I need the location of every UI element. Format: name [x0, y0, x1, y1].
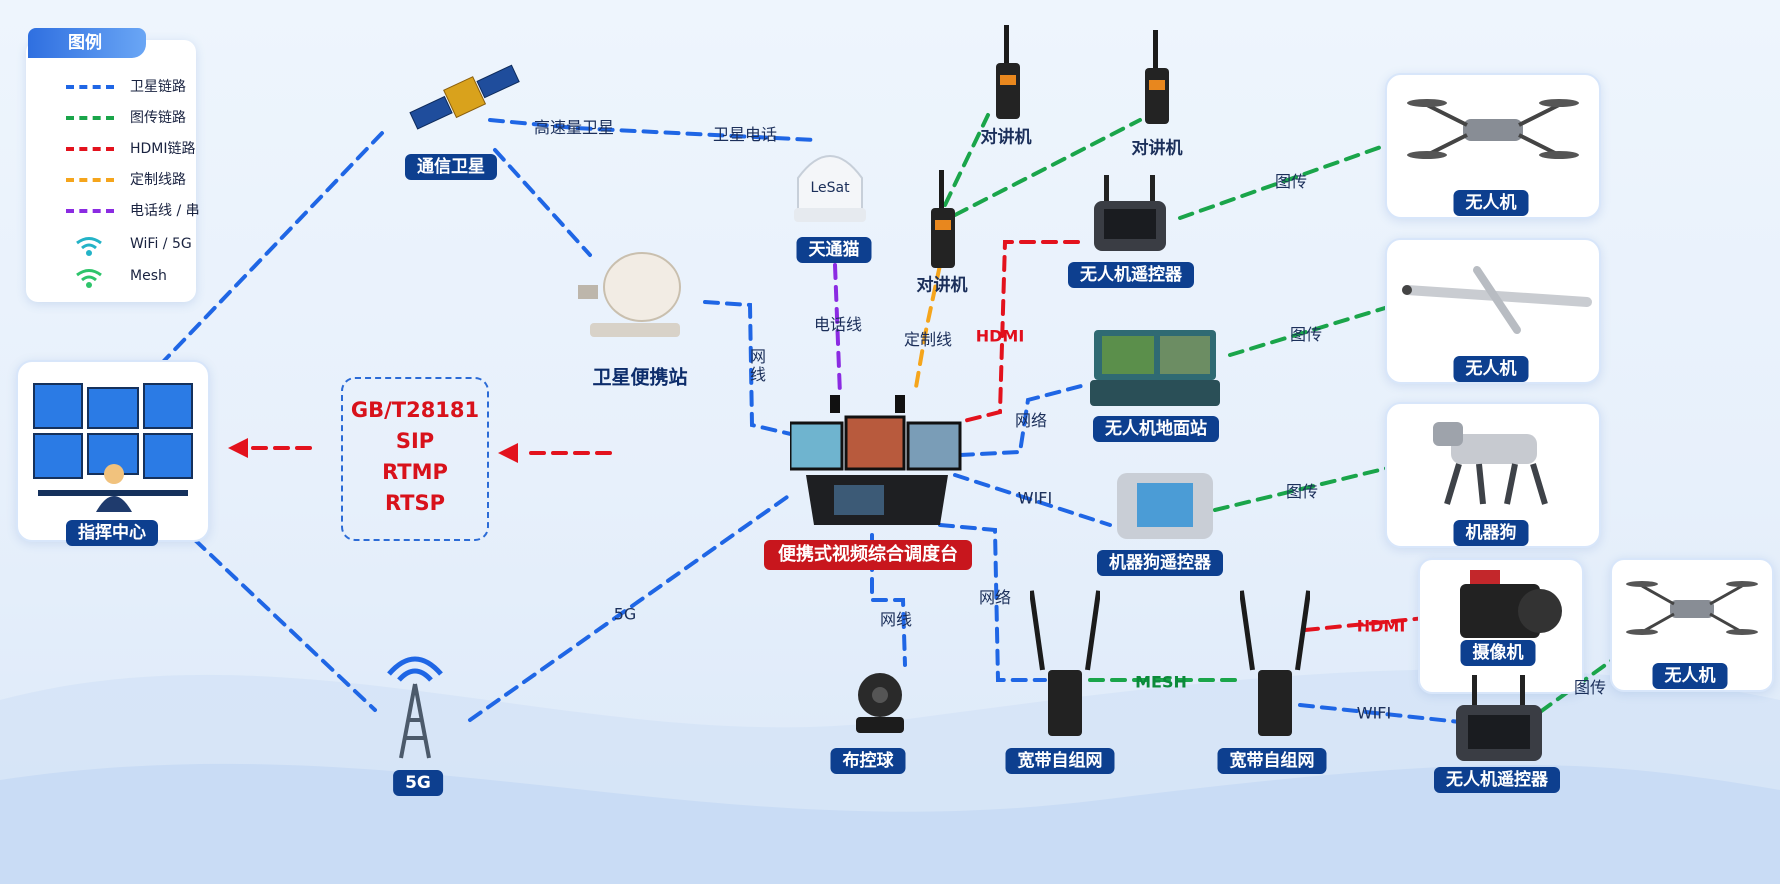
walkie-talkie-label: 对讲机 — [916, 275, 968, 296]
protocol-item: SIP — [395, 429, 435, 453]
protocol-box: GB/T28181 SIP RTMP RTSP — [341, 377, 489, 541]
legend-label: Mesh — [130, 268, 167, 284]
video-console-icon — [790, 395, 962, 525]
camera-label: 摄像机 — [1460, 640, 1536, 666]
video-camera-icon — [1460, 570, 1562, 638]
link-label: 图传 — [1274, 172, 1308, 191]
legend-label: 图传链路 — [130, 110, 186, 126]
legend-item: WiFi / 5G — [66, 236, 226, 258]
dog-remote-icon — [1117, 473, 1213, 539]
lesat-brand: LeSat — [810, 180, 850, 196]
drone-label: 无人机 — [1652, 663, 1728, 689]
command-center-card — [16, 360, 210, 542]
link-label: 卫星电话 — [712, 125, 778, 144]
ground-station-label: 无人机地面站 — [1093, 416, 1219, 442]
drone-remote-label: 无人机遥控器 — [1068, 262, 1194, 288]
console-label: 便携式视频综合调度台 — [764, 540, 972, 570]
legend-swatch — [66, 85, 114, 89]
5g-tower-icon — [387, 656, 443, 759]
protocol-item: RTMP — [382, 460, 448, 484]
link-label: 图传 — [1573, 678, 1607, 697]
legend-item: 图传链路 — [66, 107, 226, 129]
monitor-wall-icon — [33, 383, 193, 512]
link-label: WIFI — [1017, 488, 1053, 508]
drone-remote-icon — [1094, 175, 1166, 251]
walkie-talkie-icon — [931, 170, 955, 268]
legend-label: 电话线 / 串 — [130, 203, 200, 219]
drone-remote-icon — [1456, 675, 1542, 761]
legend-item: HDMI链路 — [66, 138, 226, 160]
walkie-talkie-icon — [996, 25, 1020, 119]
tiantong-label: 天通猫 — [796, 237, 872, 263]
drone-label: 无人机 — [1453, 190, 1529, 216]
walkie-talkie-label: 对讲机 — [980, 127, 1032, 148]
link-label: MESH — [1135, 672, 1187, 692]
link-label: 定制线 — [903, 330, 953, 349]
legend-swatch — [66, 209, 114, 213]
legend-swatch — [66, 116, 114, 120]
protocol-item: GB/T28181 — [350, 398, 480, 422]
command-center-label: 指挥中心 — [66, 520, 158, 546]
drone-remote-label: 无人机遥控器 — [1434, 767, 1560, 793]
link-label: 网线 — [879, 610, 913, 629]
legend-panel: 卫星链路 图传链路 HDMI链路 定制线路 电话线 / 串 WiFi / 5G — [26, 40, 200, 302]
wifi-icon — [76, 237, 102, 256]
drone-label: 无人机 — [1453, 356, 1529, 382]
mesh-radio-icon — [1240, 590, 1310, 736]
mesh-icon — [76, 269, 102, 288]
lesat-terminal-icon: LeSat — [794, 155, 866, 222]
link-label: WIFI — [1356, 703, 1392, 723]
ground-station-icon — [1090, 330, 1220, 406]
drone-icon — [1626, 581, 1758, 635]
legend-label: 卫星链路 — [130, 79, 186, 95]
legend-label: HDMI链路 — [130, 141, 196, 157]
link-label: 高速量卫星 — [533, 118, 615, 137]
link-label: HDMI — [975, 326, 1025, 346]
dog-remote-label: 机器狗遥控器 — [1097, 550, 1223, 576]
5g-label: 5G — [393, 770, 443, 796]
link-label: 网线 — [747, 348, 766, 384]
link-label: 图传 — [1289, 325, 1323, 344]
link-label: HDMI — [1356, 616, 1406, 636]
link-label: 5G — [613, 604, 637, 624]
robot-dog-label: 机器狗 — [1453, 520, 1529, 546]
legend-title: 图例 — [28, 28, 146, 58]
legend-item: 电话线 / 串 — [66, 200, 226, 222]
legend-label: 定制线路 — [130, 172, 186, 188]
camera-card — [1418, 558, 1584, 694]
ptz-camera-label: 布控球 — [830, 748, 906, 774]
ptz-camera-icon — [856, 673, 904, 733]
legend-item: Mesh — [66, 268, 226, 290]
walkie-talkie-icon — [1145, 30, 1169, 124]
satellite-station-icon — [578, 252, 681, 337]
mesh-radio-label: 宽带自组网 — [1005, 748, 1115, 774]
link-label: 图传 — [1285, 482, 1319, 501]
legend-swatch — [66, 147, 114, 151]
legend-item: 卫星链路 — [66, 76, 226, 98]
mesh-radio-icon — [1030, 590, 1100, 736]
satellite-label: 通信卫星 — [405, 154, 497, 180]
robot-dog-icon — [1433, 422, 1548, 505]
link-label: 电话线 — [813, 315, 863, 334]
mesh-radio-label: 宽带自组网 — [1217, 748, 1327, 774]
protocol-item: RTSP — [384, 491, 446, 515]
legend-item: 定制线路 — [66, 169, 226, 191]
fixed-wing-drone-icon — [1402, 266, 1592, 334]
legend-label: WiFi / 5G — [130, 236, 192, 252]
link-label: 网络 — [978, 588, 1012, 607]
walkie-talkie-label: 对讲机 — [1131, 138, 1183, 159]
link-label: 网络 — [1014, 411, 1048, 430]
legend-swatch — [66, 178, 114, 182]
satellite-icon — [409, 64, 520, 130]
satellite-station-label: 卫星便携站 — [592, 366, 688, 389]
drone-icon — [1407, 99, 1579, 159]
